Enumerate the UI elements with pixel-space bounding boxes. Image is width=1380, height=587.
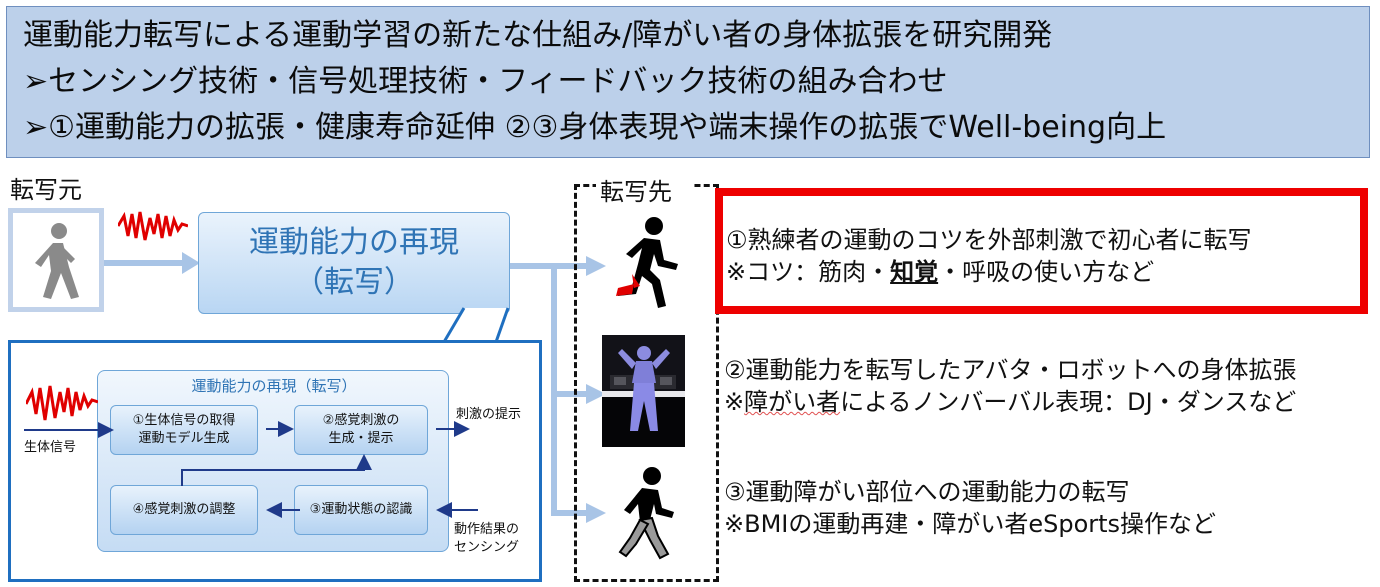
header-banner: 運動能力転写による運動学習の新たな仕組み/障がい者の身体拡張を研究開発 ➢センシ… xyxy=(6,6,1370,158)
step-3-box: ③運動状態の認識 xyxy=(294,485,428,535)
item-2-line-2-flagged: 障がい者 xyxy=(744,388,841,416)
biosignal-wave-icon xyxy=(118,211,188,241)
biosignal-label: 生体信号 xyxy=(24,440,77,455)
avatar-figure xyxy=(602,335,685,447)
detail-flow-arrows xyxy=(24,421,478,518)
item-1-line-2-prefix: ※コツ：筋肉・ xyxy=(726,258,891,286)
source-label: 転写元 xyxy=(10,176,82,204)
item-1-line-2-suffix: ・呼吸の使い方など xyxy=(938,258,1155,286)
step-2-line-1: ②感覚刺激の xyxy=(322,413,400,428)
avatar-robot-image xyxy=(602,335,685,447)
item-3-line-1: ③運動障がい部位への運動能力の転写 xyxy=(724,478,1130,506)
source-person-box xyxy=(8,208,104,312)
header-line-3: ➢①運動能力の拡張・健康寿命延伸 ②③身体表現や端末操作の拡張でWell-bei… xyxy=(23,110,1167,145)
reproduction-box: 運動能力の再現 （転写） xyxy=(198,212,510,314)
step-2-line-2: 生成・提示 xyxy=(328,431,394,446)
runner-icon xyxy=(616,217,678,308)
item-2-line-2-suffix: によるノンバーバル表現：DJ・ダンスなど xyxy=(840,388,1297,416)
step-1-line-2: 運動モデル生成 xyxy=(138,431,230,446)
destination-label-background xyxy=(596,176,692,204)
highlight-frame xyxy=(715,188,1368,314)
prosthetic-walker-icon xyxy=(618,467,674,560)
item-2-line-2: ※障がい者によるノンバーバル表現：DJ・ダンスなど xyxy=(724,386,1296,418)
header-line-2: ➢センシング技術・信号処理技術・フィードバック技術の組み合わせ xyxy=(23,64,948,99)
detail-biosignal-wave-icon xyxy=(26,385,98,421)
header-line-1: 運動能力転写による運動学習の新たな仕組み/障がい者の身体拡張を研究開発 xyxy=(23,18,1053,53)
feedback-label-line-1: 動作結果の xyxy=(454,522,520,537)
item-2-line-1: ②運動能力を転写したアバタ・ロボットへの身体拡張 xyxy=(724,356,1297,384)
detail-panel: 運動能力の再現（転写） ①生体信号の取得 運動モデル生成 ②感覚刺激の 生成・提… xyxy=(97,370,449,552)
item-1-line-2: ※コツ：筋肉・知覚・呼吸の使い方など xyxy=(726,256,1154,288)
step-2-box: ②感覚刺激の 生成・提示 xyxy=(294,405,428,455)
item-2-line-2-prefix: ※ xyxy=(724,388,745,416)
step-1-line-1: ①生体信号の取得 xyxy=(132,413,236,428)
step-1-box: ①生体信号の取得 運動モデル生成 xyxy=(110,405,258,455)
detail-frame xyxy=(8,340,542,582)
arrow-source-to-reproduction xyxy=(104,252,200,274)
branch-arrows xyxy=(510,256,606,523)
stimulus-output-label: 刺激の提示 xyxy=(456,407,522,422)
item-3-line-2: ※BMIの運動再建・障がい者eSports操作など xyxy=(724,510,1217,538)
walking-person-icon xyxy=(35,223,79,299)
destination-label: 転写先 xyxy=(600,178,672,206)
item-1-line-1: ①熟練者の運動のコツを外部刺激で初心者に転写 xyxy=(726,226,1252,254)
reproduction-title: 運動能力の再現 xyxy=(249,225,459,260)
step-4-box: ④感覚刺激の調整 xyxy=(110,485,258,535)
reproduction-subtitle: （転写） xyxy=(294,265,414,300)
feedback-label-line-2: センシング xyxy=(454,540,520,555)
detail-title: 運動能力の再現（転写） xyxy=(191,377,357,395)
callout-wedge xyxy=(442,307,510,343)
item-1-line-2-emphasis: 知覚 xyxy=(890,258,939,286)
